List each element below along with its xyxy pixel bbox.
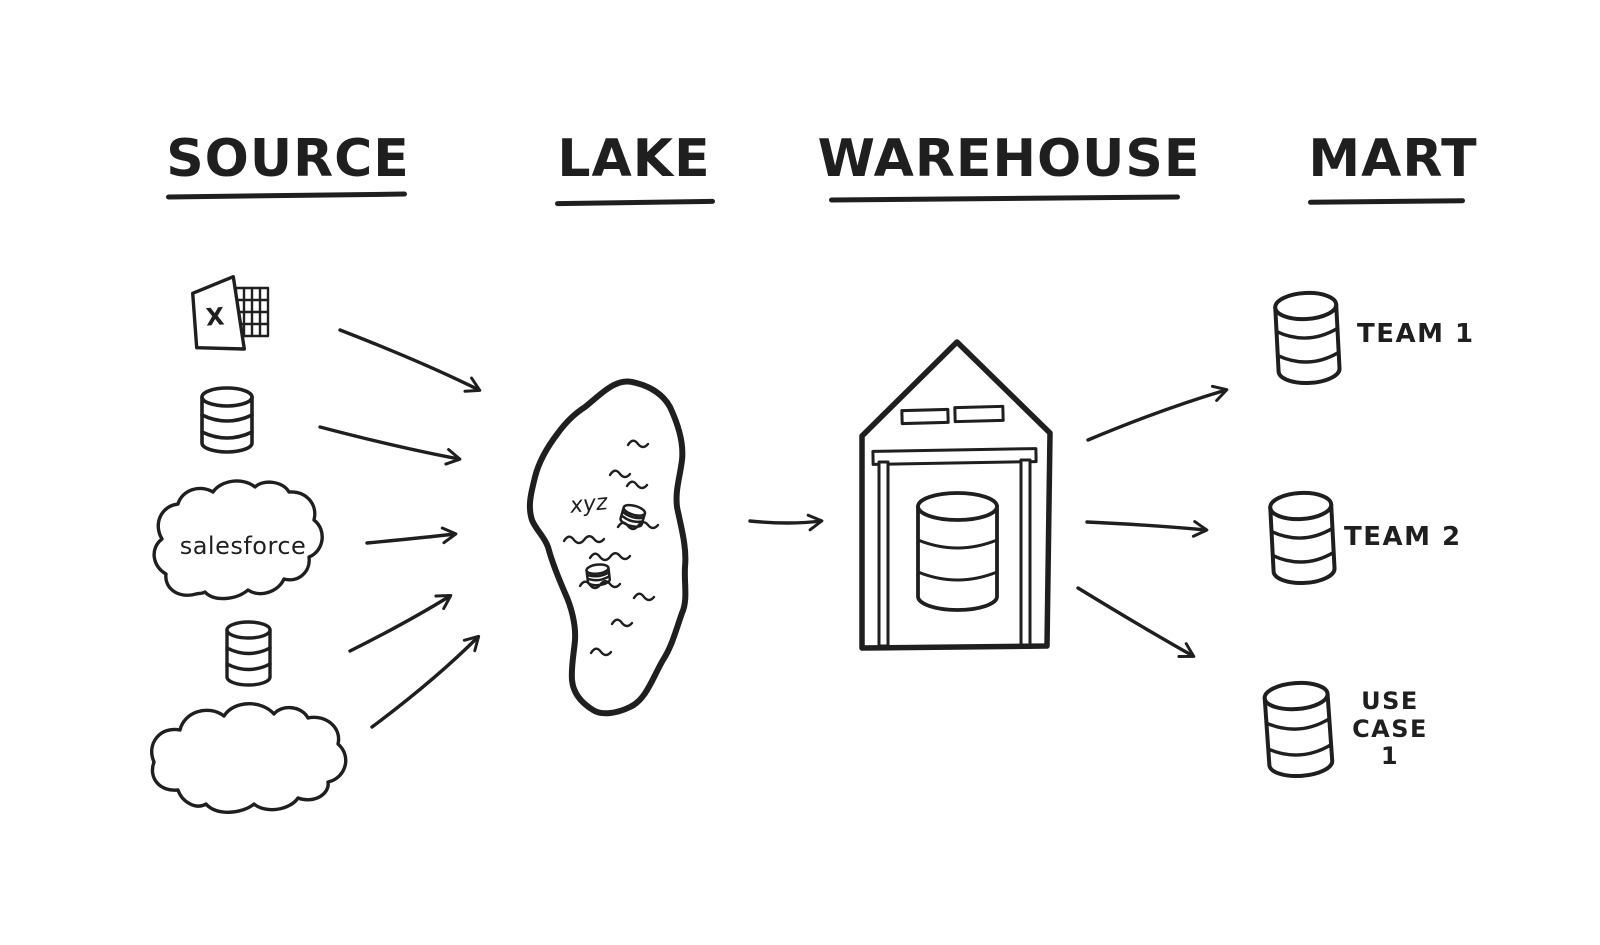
mart-label-usecase1-line1: USE: [1361, 687, 1419, 715]
salesforce-cloud-icon: [152, 479, 324, 601]
salesforce-label: salesforce: [179, 532, 307, 560]
cloud-icon: [150, 702, 348, 814]
column-header-lake: LAKE: [557, 129, 711, 189]
column-header-warehouse: WAREHOUSE: [817, 129, 1201, 189]
warehouse-database-icon: [916, 491, 999, 612]
mart-database-icon-3: [1262, 680, 1335, 779]
excel-x-letter: X: [204, 302, 226, 332]
arrows-source-to-lake: [318, 328, 482, 729]
mart-database-icon-2: [1268, 490, 1337, 585]
arrow-database2-to-lake: [348, 594, 453, 653]
arrow-excel-to-lake: [338, 328, 482, 393]
arrow-database1-to-lake: [318, 425, 462, 466]
arrow-warehouse-to-usecase1: [1076, 586, 1196, 658]
mart-label-usecase1-line3: 1: [1380, 742, 1400, 771]
source-database-icon-1: [200, 386, 254, 454]
vent-window-left: [900, 407, 950, 426]
lake-annotation: xyz: [568, 490, 609, 519]
arrow-lake-to-warehouse: [748, 513, 824, 532]
arrow-salesforce-to-lake: [365, 526, 458, 545]
arrows-warehouse-to-mart: [1076, 384, 1229, 658]
lake-blob: [526, 378, 689, 717]
door-lintel: [871, 447, 1038, 466]
mart-label-usecase1: USE CASE 1: [1352, 687, 1428, 771]
vent-window-right: [953, 404, 1005, 424]
mart-label-team2: TEAM 2: [1344, 522, 1462, 552]
column-header-mart: MART: [1308, 129, 1478, 189]
source-database-icon-2: [225, 620, 272, 687]
mart-label-team1: TEAM 1: [1357, 319, 1475, 349]
door-post-left: [877, 460, 890, 648]
column-header-source: SOURCE: [166, 129, 410, 189]
door-post-right: [1019, 458, 1032, 647]
mart-database-icon-1: [1273, 290, 1342, 385]
excel-page: [191, 275, 246, 351]
arrow-warehouse-to-team1: [1086, 384, 1229, 442]
arrow-cloud-to-lake: [370, 634, 481, 729]
mart-label-usecase1-line2: CASE: [1352, 714, 1428, 743]
arrow-warehouse-to-team2: [1085, 520, 1209, 538]
source-excel-icon: [191, 275, 270, 351]
